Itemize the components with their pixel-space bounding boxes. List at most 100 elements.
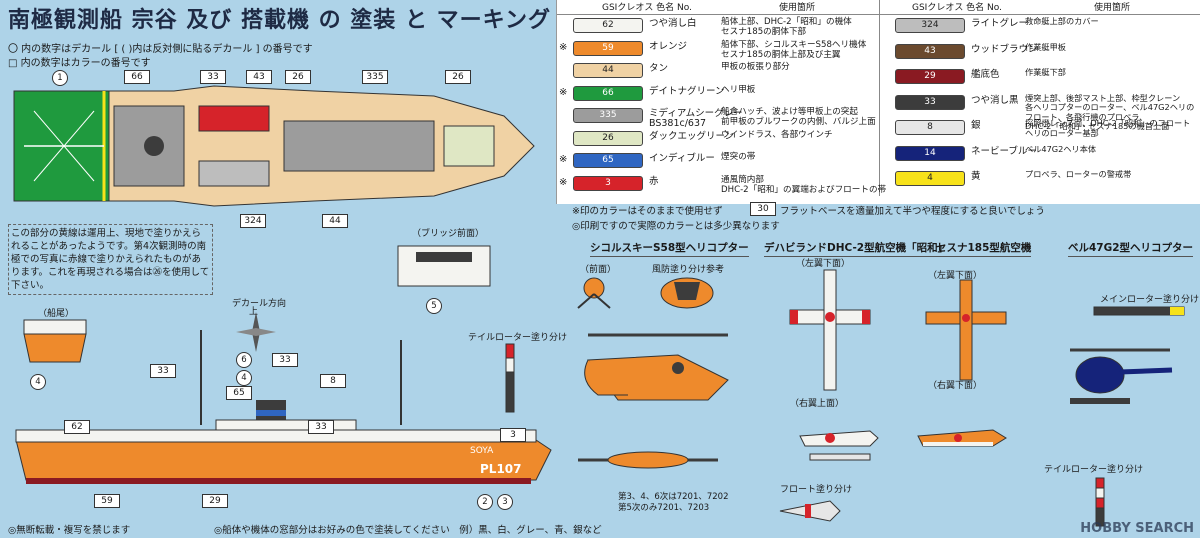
color-usage: 船倉ハッチ、波よけ等甲板上の突起 前甲板のブルワークの内側、バルジ上面 bbox=[721, 107, 876, 127]
dhc2-left-lower-label: （左翼下面） bbox=[796, 259, 851, 269]
callout-box-3: 3 bbox=[500, 428, 526, 442]
callout-box-33-side: 33 bbox=[150, 364, 176, 378]
color-table: GSIクレオス 色名 No. 使用箇所 GSIクレオス 色名 No. 使用箇所 … bbox=[556, 0, 1200, 204]
color-swatch: 3 bbox=[573, 175, 643, 191]
footnote-1: ※印のカラーはそのままで使用せず bbox=[572, 206, 723, 217]
color-name: タン bbox=[649, 63, 669, 74]
s58-top-drawing bbox=[578, 451, 718, 469]
callout-circle-3: 3 bbox=[497, 494, 513, 510]
color-name: デイトナグリーン bbox=[649, 85, 725, 97]
compass-icon bbox=[236, 312, 276, 352]
callout-box-29: 29 bbox=[202, 494, 228, 508]
dhc2-right-upper-label: （右翼上面） bbox=[790, 399, 845, 409]
bell-main-rotor-drawing bbox=[1093, 306, 1185, 316]
color-usage: 救命艇上部のカバー bbox=[1025, 16, 1099, 26]
hull-number: PL107 bbox=[480, 462, 522, 476]
tail-rotor-label-bell: テイルローター塗り分け bbox=[1044, 465, 1144, 475]
color-name: つや消し白 bbox=[649, 18, 697, 29]
callout-circle-5: 5 bbox=[426, 298, 442, 314]
deck-yellow-line-note: この部分の黄線は運用上、現地で塗りかえられることがあったようです。第4次観測時の… bbox=[8, 224, 213, 295]
callout-box-33: 33 bbox=[200, 70, 226, 84]
color-usage: 船体上部、DHC-2「昭和」の機体 セスナ185の胴体下部 bbox=[721, 17, 852, 37]
color-swatch: 26 bbox=[573, 130, 643, 146]
footer-copyright: ◎無断転載・複写を禁じます bbox=[8, 525, 131, 536]
table-header-right: GSIクレオス 色名 No. bbox=[911, 3, 1002, 13]
color-swatch: 65 bbox=[573, 153, 643, 168]
cessna-left-lower-label: （左翼下面） bbox=[928, 271, 983, 281]
color-swatch: 335 bbox=[573, 108, 643, 123]
color-usage: 通風筒内部 DHC-2「昭和」の翼端およびフロートの帯 bbox=[721, 174, 887, 195]
tail-rotor-label-s58: テイルローター塗り分け bbox=[468, 333, 568, 343]
color-swatch: 4 bbox=[895, 171, 965, 186]
color-usage: ウインドラス、各部ウインチ bbox=[721, 129, 833, 140]
callout-box-8: 8 bbox=[320, 374, 346, 388]
decal-note: 〇 内の数字はデカール [ ( )内は反対側に貼るデカール ] の番号です bbox=[8, 44, 313, 55]
dhc2-lower-drawing bbox=[789, 269, 871, 391]
s58-front-drawing bbox=[577, 277, 611, 309]
cessna-side-drawing bbox=[917, 429, 1007, 447]
color-swatch: 66 bbox=[573, 85, 643, 101]
color-usage: 探照燈レンズ面、DHC-2「昭和」のフロート ヘリのローター基部 bbox=[1025, 118, 1191, 138]
callout-box-44: 44 bbox=[322, 214, 348, 228]
color-name: 黄 bbox=[971, 171, 981, 182]
section-dhc2: デハビランドDHC-2型航空機「昭和」 bbox=[764, 240, 949, 257]
callout-box-66: 66 bbox=[124, 70, 150, 84]
tail-rotor-bell-drawing bbox=[1095, 477, 1105, 527]
callout-box-59: 59 bbox=[94, 494, 120, 508]
color-swatch: 324 bbox=[895, 18, 965, 33]
color-swatch: 14 bbox=[895, 145, 965, 161]
up-label: 上 bbox=[249, 307, 259, 317]
color-usage: 甲板の板張り部分 bbox=[721, 62, 790, 72]
color-name: つや消し黒 bbox=[971, 94, 1019, 106]
color-usage: プロペラ、ローターの警戒帯 bbox=[1025, 169, 1132, 179]
color-name: ダックエッグリーン bbox=[649, 130, 735, 142]
color-name: オレンジ bbox=[649, 40, 688, 52]
table-header-use2: 使用箇所 bbox=[1093, 3, 1130, 13]
main-rotor-label: メインローター塗り分け bbox=[1100, 295, 1200, 305]
color-name: 銀 bbox=[971, 120, 981, 131]
float-label: フロート塗り分け bbox=[780, 485, 853, 495]
section-bell: ベル47G2型ヘリコプター bbox=[1068, 240, 1194, 257]
star-mark: ※ bbox=[559, 86, 568, 98]
color-name: 艦底色 bbox=[971, 69, 1000, 80]
page-title: 南極観測船 宗谷 及び 搭載機 の 塗装 と マーキング bbox=[8, 7, 551, 33]
color-swatch: 8 bbox=[895, 120, 965, 135]
section-s58: シコルスキーS58型ヘリコプター bbox=[590, 240, 749, 257]
color-swatch: 62 bbox=[573, 18, 643, 33]
color-name: ネービーブルー bbox=[971, 145, 1037, 157]
color-swatch: 43 bbox=[895, 43, 965, 59]
s58-windscreen-drawing bbox=[660, 277, 714, 309]
stern-view-drawing bbox=[23, 319, 87, 363]
callout-circle-6a: 6 bbox=[236, 352, 252, 368]
decal-direction-label: デカール方向 bbox=[232, 299, 287, 309]
wind-label: 風防塗り分け参考 bbox=[652, 265, 725, 275]
bridge-front-label: （ブリッジ前面） bbox=[412, 229, 485, 239]
bridge-front-drawing bbox=[397, 245, 491, 287]
color-name: ミディアムシーグレー BS381c/637 bbox=[649, 108, 743, 129]
color-usage: 煙突上部、後部マスト上部、枠型クレーン 各ヘリコプターのローター、ベル47G2ヘ… bbox=[1025, 92, 1195, 131]
callout-circle-4b: 4 bbox=[30, 374, 46, 390]
callout-box-65: 65 bbox=[226, 386, 252, 400]
color-usage: 煙突の帯 bbox=[721, 152, 756, 162]
cessna-lower-drawing bbox=[925, 279, 1007, 381]
float-drawing bbox=[779, 500, 841, 522]
color-name: ライトグレー bbox=[971, 18, 1029, 29]
callout-circle-1: 1 bbox=[52, 70, 68, 86]
color-name: インディブルー bbox=[649, 153, 715, 164]
table-header-left: GSIクレオス 色名 No. bbox=[601, 3, 692, 13]
dhc2-side-drawing bbox=[799, 430, 879, 461]
color-name: ウッドブラウン bbox=[971, 43, 1038, 55]
callout-box-62: 62 bbox=[64, 420, 90, 434]
callout-box-335: 335 bbox=[362, 70, 388, 84]
callout-box-26b: 26 bbox=[445, 70, 471, 84]
callout-box-33-funnel: 33 bbox=[272, 353, 298, 367]
color-usage: 作業艇甲板 bbox=[1025, 41, 1066, 52]
callout-box-33-bridge: 33 bbox=[308, 420, 334, 434]
color-usage: ヘリ甲板 bbox=[721, 84, 756, 95]
star-mark: ※ bbox=[559, 154, 568, 165]
color-note: □ 内の数字はカラーの番号です bbox=[8, 58, 151, 69]
bell-side-drawing bbox=[1070, 348, 1173, 404]
color-swatch: 29 bbox=[895, 69, 965, 84]
footnote-2: ◎印刷ですので実際のカラーとは多少異なります bbox=[572, 221, 780, 232]
color-swatch: 33 bbox=[895, 94, 965, 110]
